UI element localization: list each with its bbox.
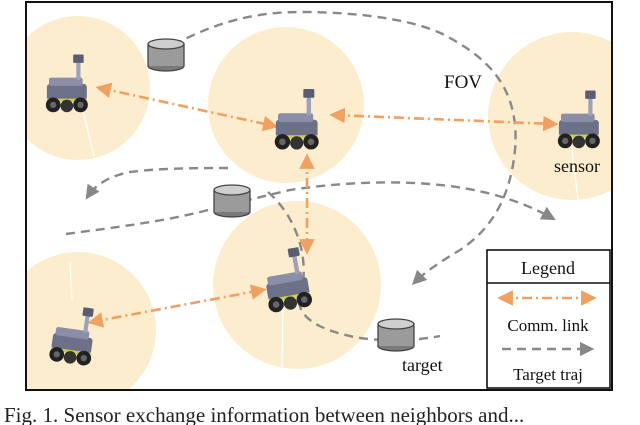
legend-comm-link-label: Comm. link xyxy=(507,316,589,335)
fov-circle-robot-2 xyxy=(208,27,364,183)
legend-target-traj-label: Target traj xyxy=(513,365,583,384)
comm-link-2-sensor xyxy=(329,107,559,132)
legend-box xyxy=(486,249,611,389)
target-trajectories xyxy=(65,10,556,342)
fov-label: FOV xyxy=(444,72,482,93)
target-trajectory-3 xyxy=(65,181,556,236)
figure-caption: Fig. 1. Sensor exchange information betw… xyxy=(4,405,525,425)
target-label: target xyxy=(402,355,443,375)
target-trajectory-1 xyxy=(159,10,517,286)
legend-title: Legend xyxy=(521,258,575,278)
communication-links xyxy=(87,82,559,328)
diagram-frame xyxy=(25,1,613,391)
comm-link-5-4 xyxy=(87,284,267,328)
target-cylinder-icon xyxy=(377,318,415,352)
target-cylinder-icon xyxy=(213,184,251,218)
target-trajectory-4 xyxy=(85,166,229,200)
legend: Legend Comm. link Target traj xyxy=(486,249,611,389)
target-trajectory-2 xyxy=(267,191,441,342)
target-cylinder-icon xyxy=(147,38,185,72)
comm-link-1-2 xyxy=(95,82,279,132)
sensor-label: sensor xyxy=(554,156,600,176)
